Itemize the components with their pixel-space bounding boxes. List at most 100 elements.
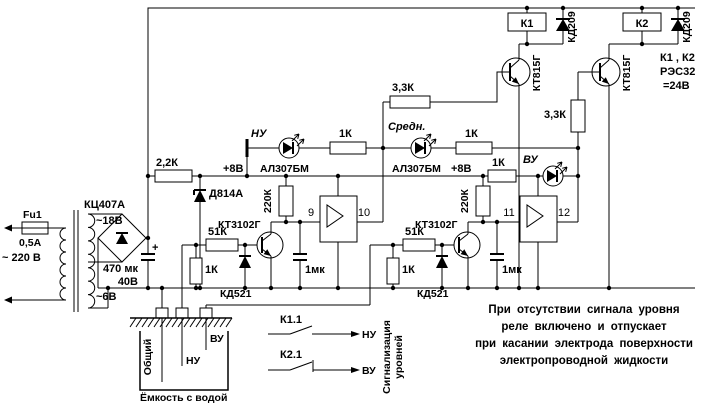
- bridge-label: КЦ407А: [84, 199, 125, 211]
- led1-type-label: АЛ307БМ: [260, 163, 309, 175]
- contact-k11-symbol: [268, 325, 360, 337]
- resistor-led1-label: 1К: [339, 128, 352, 140]
- led-vu-symbol: [547, 161, 568, 182]
- diode-kd521-2-label: КД521: [417, 288, 449, 300]
- resistor-220k-2-label: 220К: [459, 188, 471, 213]
- diode-kd209-2-label: КД209: [681, 11, 693, 43]
- transistor-kt3102-2: [453, 231, 481, 259]
- resistor-51k-1: [205, 238, 239, 252]
- contact-k21-label: К2.1: [280, 349, 302, 361]
- capacitor-1mk-1-label: 1мк: [305, 264, 325, 276]
- relay-k1-label: К1: [521, 18, 534, 30]
- zener-label: Д814А: [209, 188, 243, 200]
- led2-type-label: АЛ307БМ: [392, 163, 441, 175]
- bridge-diode-icon: [116, 232, 128, 244]
- led-sredn-name: Средн.: [388, 121, 425, 133]
- note-line1: При отсутствии сигнала уровня: [488, 304, 679, 316]
- electrode-bushing-2: [175, 307, 189, 319]
- wire-relay-stage: [519, 8, 679, 45]
- transformer-core: [73, 210, 79, 312]
- kt3102-2-symbol: [458, 222, 469, 288]
- kt3102-1-symbol: [261, 222, 272, 288]
- note-line4: электропроводной жидкости: [500, 355, 668, 367]
- relay-note-line3: =24В: [663, 80, 690, 92]
- fuse-label: Fu1: [23, 209, 42, 221]
- transistor-kt815-2-label: КТ815Г: [621, 55, 633, 92]
- capacitor-1mk-1: [293, 253, 307, 261]
- rail-8v-label-1: +8В: [223, 163, 244, 175]
- resistor-51k-2-label: 51К: [405, 226, 424, 238]
- opamp1-triangle-icon: [326, 204, 344, 228]
- diode-kd209-1: [556, 18, 570, 31]
- capacitor-470mk: [141, 253, 155, 261]
- resistor-1k-1: [189, 257, 203, 285]
- opamp1-pin-out: 10: [358, 207, 370, 219]
- electrode-high-label: ВУ: [210, 333, 224, 345]
- led-nu-name: НУ: [251, 128, 268, 140]
- secondary-18v-label: ~18В: [96, 215, 123, 227]
- wire-channel2: [161, 176, 539, 382]
- resistor-3k3-2: [570, 99, 586, 133]
- opamp2-pin-out: 12: [558, 207, 570, 219]
- note-line3: при касании электрода поверхности: [475, 338, 693, 350]
- cap-plus-label: +: [152, 242, 158, 254]
- transistor-kt3102-1-label: КТ3102Г: [218, 219, 260, 231]
- contact-k21-symbol: [268, 360, 360, 373]
- signal-caption-line1: Сигнализация: [381, 320, 393, 394]
- resistor-1k-2: [386, 257, 400, 285]
- relay-note-line1: К1 , К2: [660, 52, 695, 64]
- resistor-220k-2: [475, 185, 491, 217]
- resistor-led2-1k: [455, 141, 493, 155]
- resistor-3k3-1-label: 3,3К: [392, 82, 414, 94]
- electrode-bushing-1: [155, 307, 169, 319]
- mains-arrow-top: [4, 224, 12, 232]
- symbol-details: [4, 18, 685, 391]
- labels: К1 К2 КД209 КД209 КТ815Г КТ815Г 3,3К 3,3…: [2, 11, 695, 404]
- relay-k2-label: К2: [636, 18, 649, 30]
- led-nu-symbol: [283, 133, 305, 154]
- diode-kd521-1-label: КД521: [220, 288, 252, 300]
- contact-k11-label: К1.1: [280, 314, 302, 326]
- transistor-kt815-1-label: КТ815Г: [531, 55, 543, 92]
- electrode-low-label: НУ: [186, 355, 201, 367]
- relay-k1-box: [507, 12, 547, 32]
- cap-voltage-label: 40В: [118, 276, 138, 288]
- opamp2-pin-in: 11: [503, 207, 514, 219]
- led-sredn-symbol: [415, 133, 437, 154]
- rail-8v-label-2: +8В: [451, 163, 472, 175]
- transistor-kt3102-1: [256, 231, 284, 259]
- secondary-6v-label: ~6В: [96, 291, 117, 303]
- resistor-51k-1-label: 51К: [208, 226, 227, 238]
- kt815-2-symbol: [592, 44, 610, 288]
- mains-arrow-bottom: [4, 296, 12, 304]
- resistor-3k3-2-label: 3,3К: [544, 109, 566, 121]
- resistor-51k-2: [402, 238, 436, 252]
- relay-k2-box: [622, 12, 662, 32]
- resistor-1k-1-label: 1К: [205, 264, 218, 276]
- resistor-220k-1: [278, 185, 294, 217]
- resistor-led3-label: 1К: [492, 157, 505, 169]
- tank-symbol: [129, 317, 233, 391]
- diode-kd209-2: [671, 18, 685, 31]
- contact-out-high-label: ВУ: [362, 365, 376, 377]
- diode-kd209-1-label: КД209: [566, 11, 578, 43]
- led-vu-name: ВУ: [523, 154, 539, 166]
- transformer-secondary-winding: [87, 213, 96, 309]
- fuse-rating-label: 0,5А: [19, 237, 42, 249]
- resistor-220k-1-label: 220К: [262, 188, 274, 213]
- diode-kd521-1: [239, 255, 251, 268]
- transformer-primary-winding: [59, 227, 67, 301]
- opamp1-pin-in: 9: [308, 207, 314, 219]
- junction-dots: [105, 5, 681, 291]
- fuse-symbol: [21, 221, 49, 235]
- zener-d814a: [193, 189, 206, 202]
- opamp2-triangle-icon: [526, 204, 544, 228]
- capacitor-1mk-2-label: 1мк: [502, 264, 522, 276]
- kt815-1-symbol: [502, 44, 520, 288]
- transistor-kt3102-2-label: КТ3102Г: [415, 219, 457, 231]
- diode-kd521-2: [436, 255, 448, 268]
- tank-caption: Ёмкость с водой: [140, 391, 227, 404]
- electrode-bushing-3: [199, 307, 213, 319]
- capacitor-1mk-2: [490, 253, 504, 261]
- contact-out-low-label: НУ: [362, 329, 377, 341]
